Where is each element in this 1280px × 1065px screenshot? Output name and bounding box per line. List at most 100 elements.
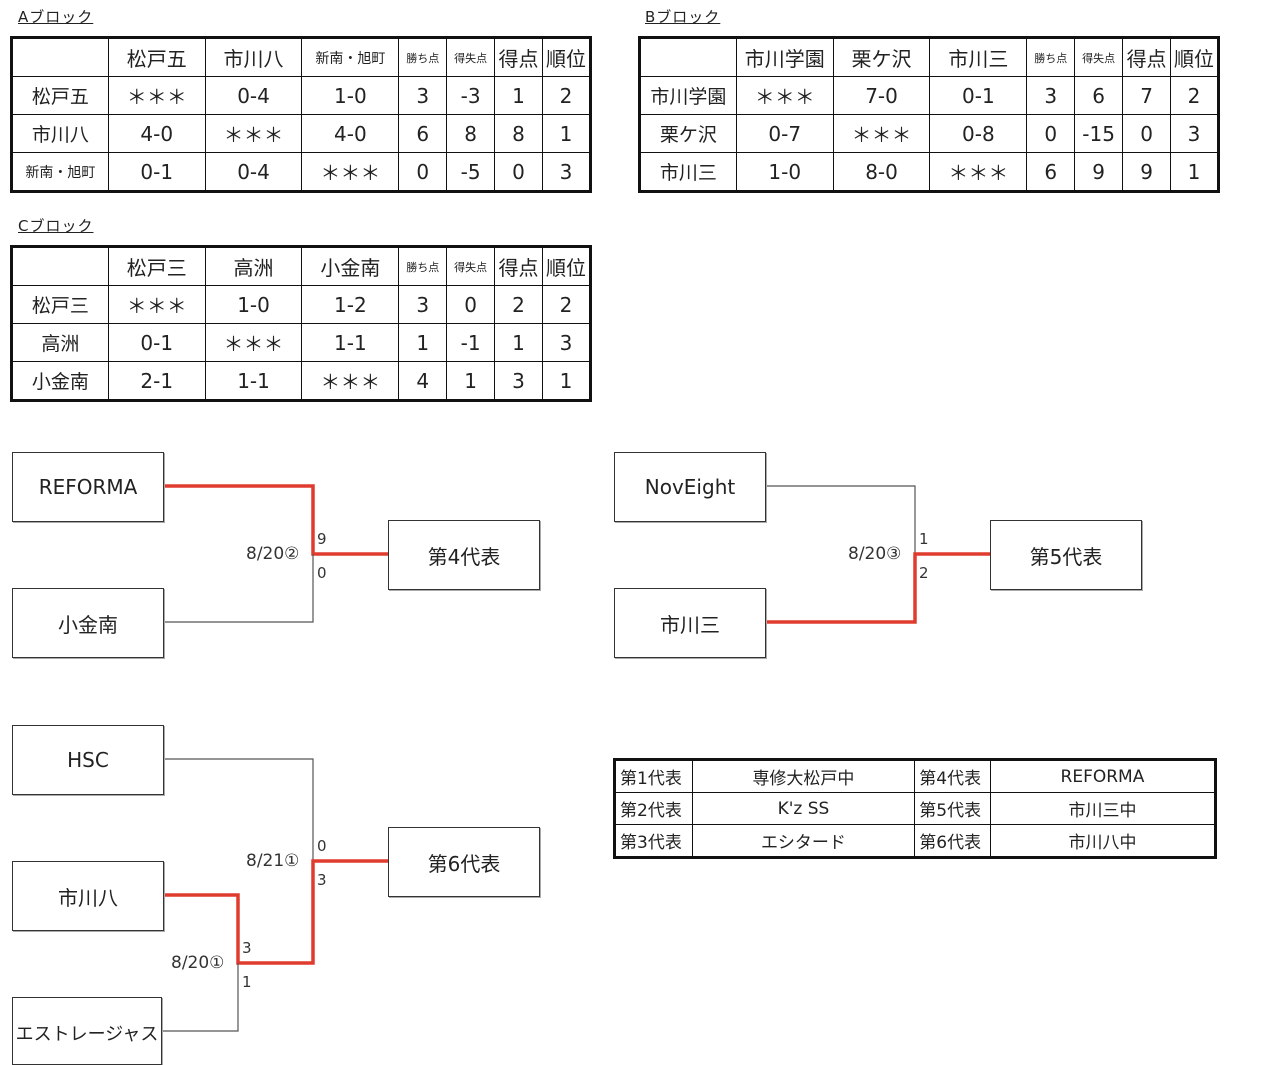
rep-team: REFORMA: [989, 759, 1217, 793]
table-row: 松戸三 ＊＊＊ 1-0 1-2 3 0 2 2: [11, 285, 591, 324]
table-cell: 3: [398, 285, 448, 324]
table-cell: 1: [1170, 152, 1219, 192]
rep-label: 第4代表: [914, 759, 991, 793]
score-bottom: 1: [242, 973, 252, 991]
table-cell: 2-1: [107, 361, 206, 401]
bracket-line: [163, 554, 314, 623]
rep-team: エシタード: [691, 824, 916, 858]
table-cell: -3: [446, 76, 496, 115]
match-date: 8/20②: [246, 544, 300, 564]
result-box-rep5: 第5代表: [990, 520, 1142, 590]
table-cell: 1-1: [301, 323, 400, 362]
table-cell: -5: [446, 152, 496, 192]
header-cell: 小金南: [301, 246, 400, 286]
score-top: 9: [317, 530, 327, 548]
header-cell: 得失点: [1074, 37, 1124, 77]
table-cell: 1: [398, 323, 448, 362]
rep-team: 市川八中: [989, 824, 1217, 858]
representatives-table: 第1代表 専修大松戸中 第4代表 REFORMA 第2代表 K'z SS 第5代…: [613, 758, 1217, 859]
corner-cell: [11, 37, 109, 77]
table-cell: 1: [494, 323, 543, 362]
block-c-title: Cブロック: [18, 217, 94, 235]
block-b-table: 市川学園 栗ケ沢 市川三 勝ち点 得失点 得点 順位 市川学園 ＊＊＊ 7-0 …: [638, 36, 1220, 193]
table-cell: ＊＊＊: [301, 361, 400, 401]
table-cell: 1-1: [204, 361, 303, 401]
team-box-hsc: HSC: [12, 725, 164, 795]
table-row: 市川八 4-0 ＊＊＊ 4-0 6 8 8 1: [11, 114, 591, 153]
row-team: 小金南: [11, 361, 109, 401]
table-cell: 2: [494, 285, 543, 324]
table-cell: 1: [494, 76, 543, 115]
table-cell: 0: [446, 285, 496, 324]
header-cell: 市川三: [929, 37, 1028, 77]
table-cell: 0-1: [107, 152, 206, 192]
row-team: 新南・旭町: [11, 152, 109, 192]
row-team: 栗ケ沢: [639, 114, 737, 153]
table-cell: 8: [494, 114, 543, 153]
table-row: 市川学園 ＊＊＊ 7-0 0-1 3 6 7 2: [639, 76, 1219, 115]
table-cell: 6: [1074, 76, 1124, 115]
table-row: 小金南 2-1 1-1 ＊＊＊ 4 1 3 1: [11, 361, 591, 401]
table-cell: 2: [542, 285, 591, 324]
table-cell: -15: [1074, 114, 1124, 153]
rep-team: 専修大松戸中: [691, 759, 916, 793]
table-cell: 1: [446, 361, 496, 401]
header-cell: 市川八: [204, 37, 303, 77]
row-team: 市川三: [639, 152, 737, 192]
table-cell: 4-0: [107, 114, 206, 153]
header-cell: 得失点: [446, 246, 496, 286]
bracket-line-winner: [765, 552, 990, 624]
table-cell: 2: [1170, 76, 1219, 115]
rep-label: 第5代表: [914, 792, 991, 825]
score-top: 1: [919, 530, 929, 548]
table-cell: 9: [1074, 152, 1124, 192]
header-cell: 栗ケ沢: [832, 37, 931, 77]
bracket-line-winner: [163, 859, 388, 965]
table-cell: 1-2: [301, 285, 400, 324]
table-cell: 3: [542, 323, 591, 362]
rep-label: 第6代表: [914, 824, 991, 858]
table-cell: ＊＊＊: [204, 114, 303, 153]
table-cell: 3: [398, 76, 448, 115]
table-cell: 3: [542, 152, 591, 192]
rep-team: 市川三中: [989, 792, 1217, 825]
table-row: 新南・旭町 0-1 0-4 ＊＊＊ 0 -5 0 3: [11, 152, 591, 192]
header-cell: 順位: [542, 37, 591, 77]
score-top: 0: [317, 837, 327, 855]
bracket-line-winner: [163, 484, 388, 556]
bracket-line: [765, 485, 916, 554]
row-team: 市川八: [11, 114, 109, 153]
block-a-table: 松戸五 市川八 新南・旭町 勝ち点 得失点 得点 順位 松戸五 ＊＊＊ 0-4 …: [10, 36, 592, 193]
score-top: 3: [242, 939, 252, 957]
table-cell: 2: [542, 76, 591, 115]
table-cell: 9: [1122, 152, 1172, 192]
table-cell: 3: [1026, 76, 1076, 115]
team-box-noveight: NovEight: [614, 452, 766, 522]
table-row: 松戸五 ＊＊＊ 0-4 1-0 3 -3 1 2: [11, 76, 591, 115]
table-cell: 8: [446, 114, 496, 153]
header-cell: 得点: [494, 246, 543, 286]
score-bottom: 3: [317, 871, 327, 889]
row-team: 市川学園: [639, 76, 737, 115]
block-a-title: Aブロック: [18, 8, 94, 26]
table-row: 栗ケ沢 0-7 ＊＊＊ 0-8 0 -15 0 3: [639, 114, 1219, 153]
block-b-title: Bブロック: [645, 8, 721, 26]
score-bottom: 0: [317, 564, 327, 582]
table-cell: ＊＊＊: [301, 152, 400, 192]
table-cell: 0-8: [929, 114, 1028, 153]
table-cell: 7: [1122, 76, 1172, 115]
bracket-line: [163, 758, 314, 861]
table-header-row: 松戸五 市川八 新南・旭町 勝ち点 得失点 得点 順位: [11, 37, 591, 77]
table-cell: 0: [1122, 114, 1172, 153]
bracket-line: [163, 963, 239, 1032]
row-team: 松戸三: [11, 285, 109, 324]
score-bottom: 2: [919, 564, 929, 582]
table-cell: 0-4: [204, 152, 303, 192]
team-box-koganeminami: 小金南: [12, 588, 164, 658]
header-cell: 順位: [1170, 37, 1219, 77]
table-cell: 1-0: [735, 152, 834, 192]
table-row: 第3代表 エシタード 第6代表 市川八中: [614, 824, 1217, 858]
header-cell: 勝ち点: [398, 37, 448, 77]
table-row: 第1代表 専修大松戸中 第4代表 REFORMA: [614, 759, 1217, 793]
match-date-semi: 8/20①: [171, 953, 225, 973]
